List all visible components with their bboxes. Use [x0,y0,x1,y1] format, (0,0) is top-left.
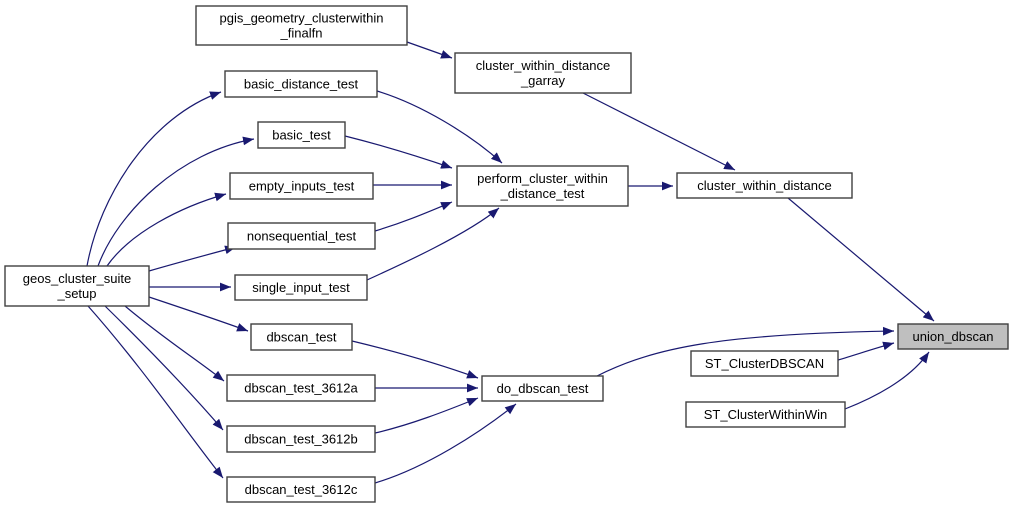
node-box[interactable] [454,52,632,94]
edge-ST_ClusterDBSCAN-to-union_dbscan [837,341,895,361]
node-basic_test[interactable]: basic_test [257,121,346,149]
edge-basic_test-to-perform_cluster_within_distance_test [344,135,453,169]
node-box[interactable] [195,5,408,46]
node-cluster_within_distance_garray[interactable]: cluster_within_distance_garray [454,52,632,94]
node-dbscan_test_3612c[interactable]: dbscan_test_3612c [226,476,376,503]
node-label: cluster_within_distance [697,178,831,193]
node-label: geos_cluster_suite [23,271,131,286]
edge-ST_ClusterWithinWin-to-union_dbscan [844,351,930,410]
edge-geos_cluster_suite_setup-to-dbscan_test_3612c [87,305,224,479]
node-label: single_input_test [252,280,350,295]
node-dbscan_test[interactable]: dbscan_test [250,323,353,351]
edge-basic_distance_test-to-perform_cluster_within_distance_test [376,90,503,164]
edge-geos_cluster_suite_setup-to-empty_inputs_test [106,192,227,267]
node-label: _setup [56,286,96,301]
node-ST_ClusterDBSCAN[interactable]: ST_ClusterDBSCAN [690,350,839,377]
node-box[interactable] [234,274,368,301]
edge-geos_cluster_suite_setup-to-nonsequential_test [148,245,237,272]
node-box[interactable] [676,172,853,199]
node-label: _distance_test [500,186,585,201]
node-box[interactable] [257,121,346,149]
node-box[interactable] [897,323,1009,350]
node-box[interactable] [685,401,846,428]
node-label: basic_test [272,128,331,143]
edge-pgis_geometry_clusterwithin_finalfn-to-cluster_within_distance_garray [406,41,453,59]
node-label: dbscan_test_3612c [245,482,358,497]
node-box[interactable] [690,350,839,377]
node-box[interactable] [4,265,150,307]
node-cluster_within_distance[interactable]: cluster_within_distance [676,172,853,199]
node-label: pgis_geometry_clusterwithin [219,11,383,26]
node-label: dbscan_test_3612a [244,381,358,396]
edge-dbscan_test-to-do_dbscan_test [351,340,479,379]
node-basic_distance_test[interactable]: basic_distance_test [224,70,378,98]
node-empty_inputs_test[interactable]: empty_inputs_test [229,172,374,200]
node-label: dbscan_test [266,330,336,345]
node-box[interactable] [226,374,376,402]
node-label: ST_ClusterDBSCAN [705,356,824,371]
node-geos_cluster_suite_setup[interactable]: geos_cluster_suite_setup [4,265,150,307]
node-box[interactable] [456,165,629,207]
node-nonsequential_test[interactable]: nonsequential_test [227,222,376,250]
node-ST_ClusterWithinWin[interactable]: ST_ClusterWithinWin [685,401,846,428]
edge-cluster_within_distance_garray-to-cluster_within_distance [582,92,736,171]
node-label: cluster_within_distance [476,58,610,73]
node-label: do_dbscan_test [497,381,589,396]
node-label: _garray [520,73,566,88]
edge-dbscan_test_3612b-to-do_dbscan_test [374,397,479,434]
node-union_dbscan[interactable]: union_dbscan [897,323,1009,350]
node-label: _finalfn [280,26,323,41]
node-box[interactable] [229,172,374,200]
node-label: ST_ClusterWithinWin [704,407,828,422]
edge-geos_cluster_suite_setup-to-dbscan_test_3612a [124,305,225,382]
node-dbscan_test_3612b[interactable]: dbscan_test_3612b [226,425,376,453]
edge-do_dbscan_test-to-union_dbscan [596,326,895,377]
node-label: perform_cluster_within [477,171,608,186]
node-box[interactable] [224,70,378,98]
node-single_input_test[interactable]: single_input_test [234,274,368,301]
node-do_dbscan_test[interactable]: do_dbscan_test [481,375,604,402]
node-perform_cluster_within_distance_test[interactable]: perform_cluster_within_distance_test [456,165,629,207]
edge-cluster_within_distance-to-union_dbscan [787,197,935,322]
node-label: empty_inputs_test [249,179,355,194]
edge-geos_cluster_suite_setup-to-dbscan_test [148,296,249,332]
node-pgis_geometry_clusterwithin_finalfn[interactable]: pgis_geometry_clusterwithin_finalfn [195,5,408,46]
node-box[interactable] [481,375,604,402]
edge-nonsequential_test-to-perform_cluster_within_distance_test [374,201,453,232]
node-label: dbscan_test_3612b [244,432,357,447]
edge-dbscan_test_3612c-to-do_dbscan_test [374,403,517,484]
node-box[interactable] [226,476,376,503]
node-box[interactable] [227,222,376,250]
edge-geos_cluster_suite_setup-to-dbscan_test_3612b [104,305,224,431]
node-label: nonsequential_test [247,229,357,244]
node-box[interactable] [250,323,353,351]
edge-geos_cluster_suite_setup-to-basic_distance_test [86,91,222,267]
edge-single_input_test-to-perform_cluster_within_distance_test [366,207,500,281]
edge-geos_cluster_suite_setup-to-basic_test [97,136,255,267]
node-dbscan_test_3612a[interactable]: dbscan_test_3612a [226,374,376,402]
node-box[interactable] [226,425,376,453]
node-label: basic_distance_test [244,77,359,92]
node-label: union_dbscan [913,329,994,344]
